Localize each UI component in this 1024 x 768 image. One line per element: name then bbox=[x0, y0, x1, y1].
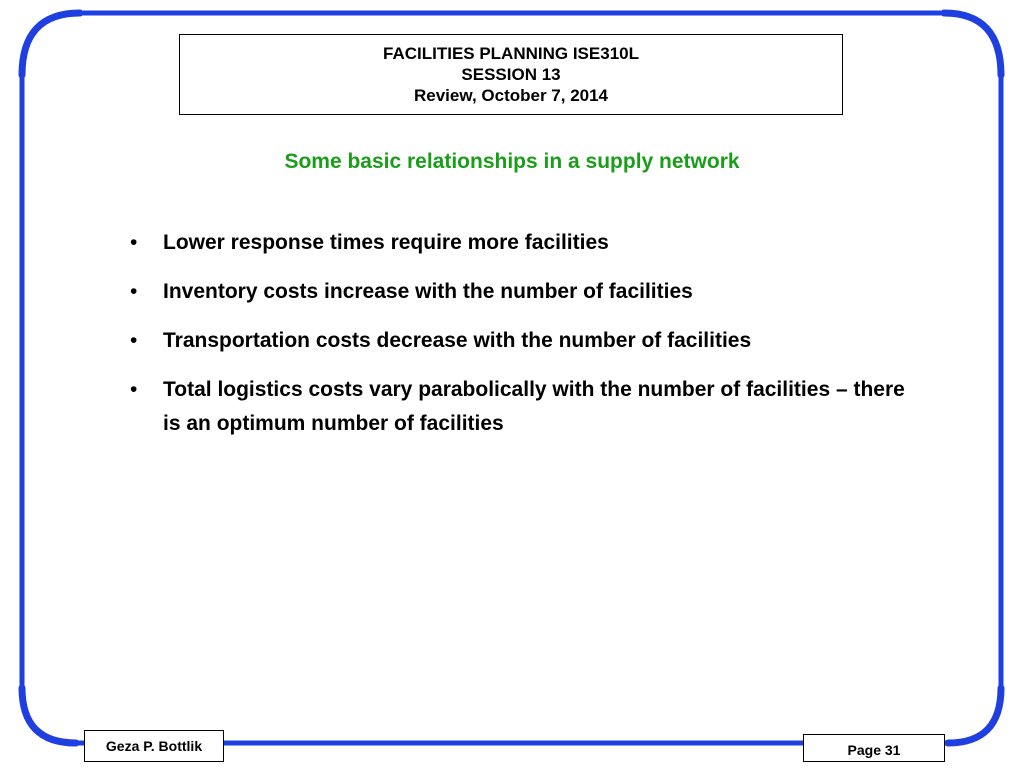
bullet-icon: • bbox=[130, 378, 138, 401]
footer-page-box: Page 31 bbox=[803, 734, 945, 762]
header-title-box: FACILITIES PLANNING ISE310L SESSION 13 R… bbox=[179, 34, 843, 115]
footer-page-number: Page 31 bbox=[847, 742, 901, 758]
bullet-text: Total logistics costs vary parabolically… bbox=[163, 378, 905, 435]
bullet-text: Lower response times require more facili… bbox=[163, 231, 609, 254]
frame-corner-bottom-right bbox=[944, 684, 1005, 747]
footer-author-box: Geza P. Bottlik bbox=[84, 730, 224, 762]
list-item: • Transportation costs decrease with the… bbox=[130, 324, 910, 358]
header-session: SESSION 13 bbox=[461, 65, 561, 84]
bullet-icon: • bbox=[130, 329, 138, 352]
slide-subtitle: Some basic relationships in a supply net… bbox=[284, 150, 740, 173]
bullet-icon: • bbox=[130, 280, 138, 303]
frame-corner-top-right bbox=[940, 9, 1005, 79]
list-item: • Total logistics costs vary parabolical… bbox=[130, 373, 910, 441]
list-item: • Lower response times require more faci… bbox=[130, 226, 910, 260]
list-item: • Inventory costs increase with the numb… bbox=[130, 275, 910, 309]
footer-author: Geza P. Bottlik bbox=[105, 738, 203, 754]
header-date: Review, October 7, 2014 bbox=[413, 86, 609, 105]
bullet-text: Transportation costs decrease with the n… bbox=[163, 329, 752, 352]
bullet-list: • Lower response times require more faci… bbox=[130, 226, 910, 456]
bullet-text: Inventory costs increase with the number… bbox=[163, 280, 693, 303]
frame-corner-bottom-left bbox=[18, 684, 80, 747]
header-course-title: FACILITIES PLANNING ISE310L bbox=[383, 44, 639, 63]
bullet-icon: • bbox=[130, 231, 138, 254]
frame-corner-top-left bbox=[18, 9, 84, 79]
